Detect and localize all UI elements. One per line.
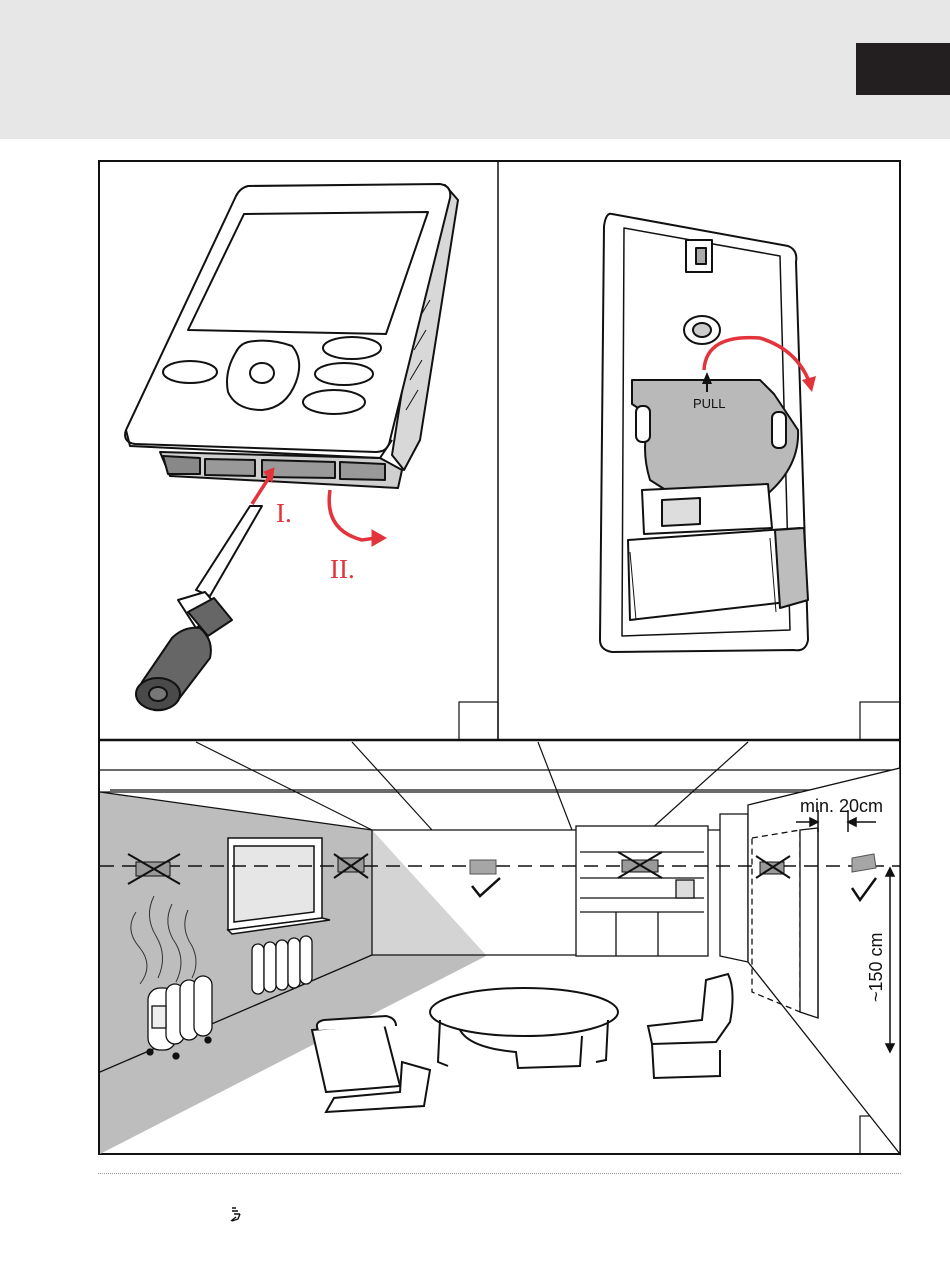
min-distance-label: min. 20cm xyxy=(800,796,883,816)
thermostat-device xyxy=(125,184,458,488)
screwdriver xyxy=(136,506,262,710)
thermostat-marker xyxy=(470,860,496,874)
divider xyxy=(98,1173,901,1174)
room-scene: min. 20cm ~150 cm xyxy=(100,742,900,1154)
panel-number-box-2 xyxy=(860,702,900,740)
check-icon xyxy=(472,878,500,896)
height-label: ~150 cm xyxy=(866,932,886,1002)
arrow-rotate-icon xyxy=(329,490,376,540)
mounting-base xyxy=(600,214,808,652)
step-one-label: I. xyxy=(276,498,292,528)
pull-label: PULL xyxy=(693,396,726,411)
panel-number-box-1 xyxy=(459,702,498,740)
hand-pointer-icon xyxy=(228,1205,246,1223)
step-two-label: II. xyxy=(330,554,355,584)
